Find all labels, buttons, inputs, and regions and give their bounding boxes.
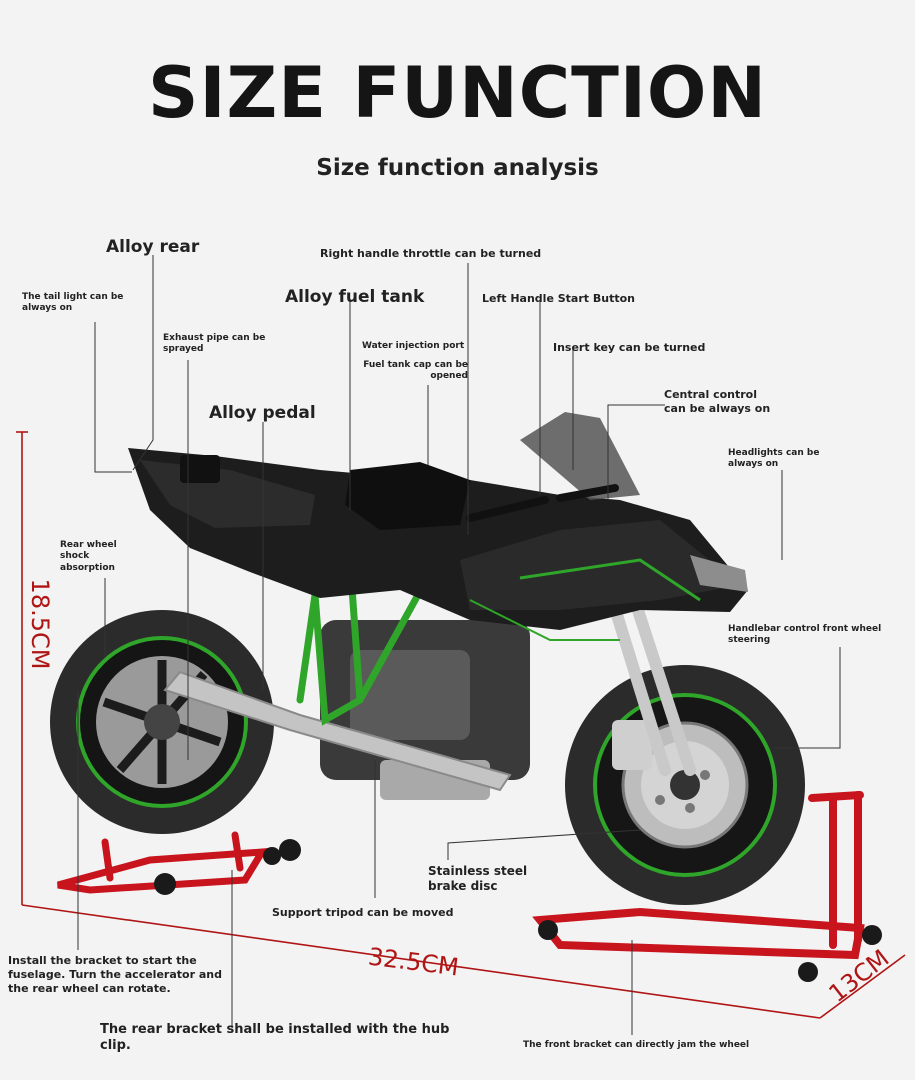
label-alloy-fuel-tank: Alloy fuel tank — [285, 287, 425, 307]
leader-lines — [77, 255, 841, 1035]
label-front-bracket: The front bracket can directly jam the w… — [523, 1040, 750, 1050]
label-alloy-pedal: Alloy pedal — [209, 403, 316, 423]
label-rear-bracket: The rear bracket shall be installed with… — [100, 1022, 450, 1054]
label-install-bracket: Install the bracket to start the fuselag… — [8, 954, 222, 995]
exhaust-pipe — [163, 670, 512, 792]
label-handlebar: Handlebar control front wheel steering — [728, 624, 882, 646]
handlebars — [466, 484, 619, 522]
front-stand-feet — [538, 920, 882, 982]
label-insert-key: Insert key can be turned — [553, 341, 706, 354]
rear-wheel — [50, 610, 274, 834]
label-left-start-button: Left Handle Start Button — [482, 292, 635, 305]
label-water-injection: Water injection port — [362, 341, 465, 351]
label-fuel-cap: Fuel tank cap can be opened — [363, 360, 468, 382]
label-brake-disc: Stainless steel brake disc — [428, 864, 528, 893]
front-wheel — [565, 665, 805, 905]
label-rear-shock: Rear wheel shock absorption — [60, 540, 117, 573]
front-stand — [532, 791, 865, 960]
bodywork — [128, 448, 748, 641]
page-subtitle: Size function analysis — [316, 155, 599, 181]
label-support-tripod: Support tripod can be moved — [272, 906, 454, 919]
rear-stand — [57, 831, 269, 894]
label-tail-light: The tail light can be always on — [22, 292, 124, 314]
label-central-control: Central control can be always on — [664, 388, 771, 415]
label-right-throttle: Right handle throttle can be turned — [320, 247, 542, 260]
label-alloy-rear: Alloy rear — [106, 237, 200, 257]
dimension-height: 18.5CM — [26, 578, 54, 670]
label-exhaust: Exhaust pipe can be sprayed — [163, 333, 266, 355]
label-headlights: Headlights can be always on — [728, 448, 820, 470]
windscreen — [520, 412, 640, 500]
rear-stand-casters — [154, 839, 301, 895]
headlight — [690, 555, 748, 592]
dimension-lines — [16, 431, 906, 1019]
page-title: SIZE FUNCTION — [148, 52, 767, 134]
